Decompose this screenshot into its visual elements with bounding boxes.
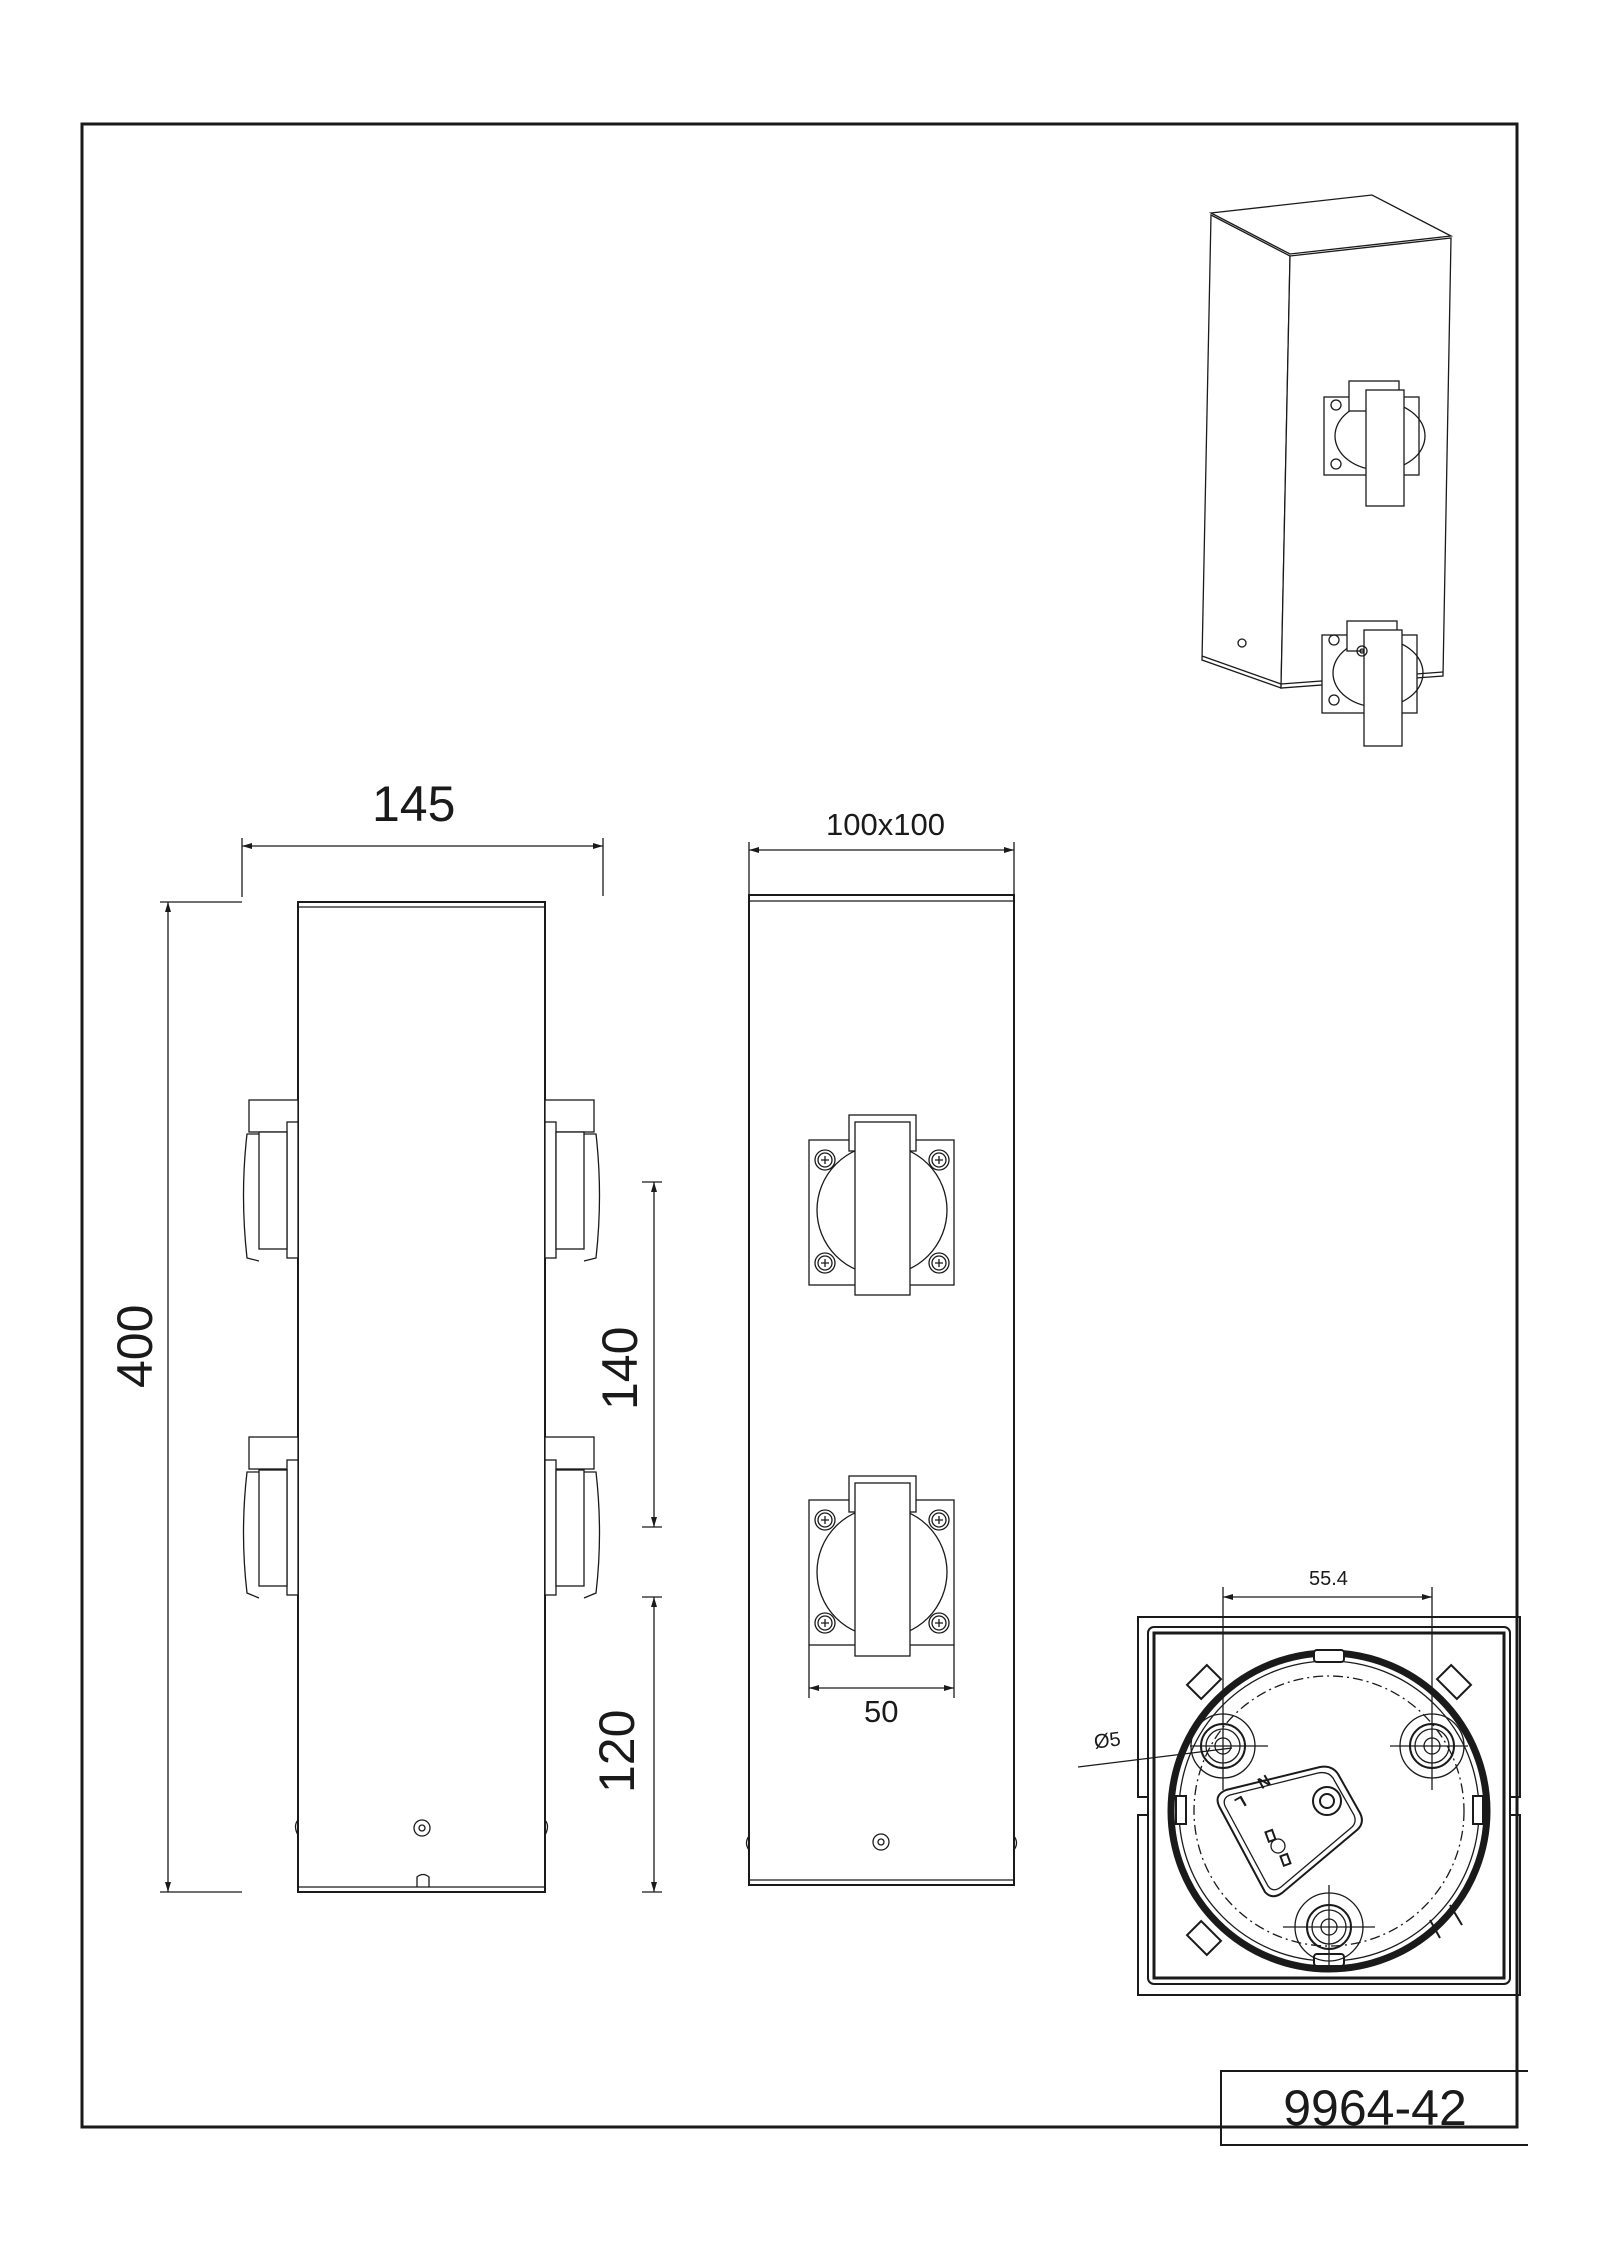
mount-hole-bottom bbox=[1283, 1885, 1375, 1968]
terminal-block bbox=[1216, 1765, 1363, 1898]
mount-hole-left bbox=[1190, 1712, 1268, 1790]
iso-screw-front bbox=[1356, 645, 1368, 657]
front-view bbox=[745, 842, 1018, 1886]
side-socket-right-top bbox=[544, 1099, 601, 1262]
dimension-width-145: 145 bbox=[372, 776, 456, 832]
dimension-hole-spacing-55-4: 55.4 bbox=[1309, 1568, 1348, 1590]
mount-hole-right bbox=[1390, 1712, 1468, 1790]
side-view bbox=[160, 838, 662, 1893]
front-socket-top bbox=[808, 1114, 955, 1296]
dimension-height-400: 400 bbox=[107, 1304, 163, 1388]
sheet-border bbox=[80, 122, 1519, 2129]
screw-icon bbox=[814, 1509, 950, 1634]
side-socket-left-top bbox=[242, 1099, 299, 1262]
front-socket-bottom bbox=[808, 1475, 955, 1657]
screw-icon bbox=[814, 1149, 950, 1274]
bottom-view bbox=[1077, 1587, 1521, 1996]
iso-screw-left bbox=[1237, 638, 1247, 648]
dimension-section-100x100: 100x100 bbox=[826, 807, 945, 842]
side-socket-left-bottom bbox=[242, 1436, 299, 1599]
product-code: 9964-42 bbox=[1283, 2080, 1467, 2136]
iso-socket-top bbox=[1323, 380, 1426, 507]
dimension-hole-diameter: Ø5 bbox=[1092, 1728, 1122, 1754]
dimension-socket-width-50: 50 bbox=[864, 1694, 899, 1729]
dimension-socket-spacing-140: 140 bbox=[592, 1326, 648, 1410]
isometric-view bbox=[1201, 194, 1454, 747]
side-socket-right-bottom bbox=[544, 1436, 601, 1599]
title-block: 9964-42 bbox=[1220, 2070, 1528, 2146]
iso-socket-bottom bbox=[1321, 620, 1424, 747]
dimension-socket-offset-120: 120 bbox=[589, 1709, 645, 1793]
